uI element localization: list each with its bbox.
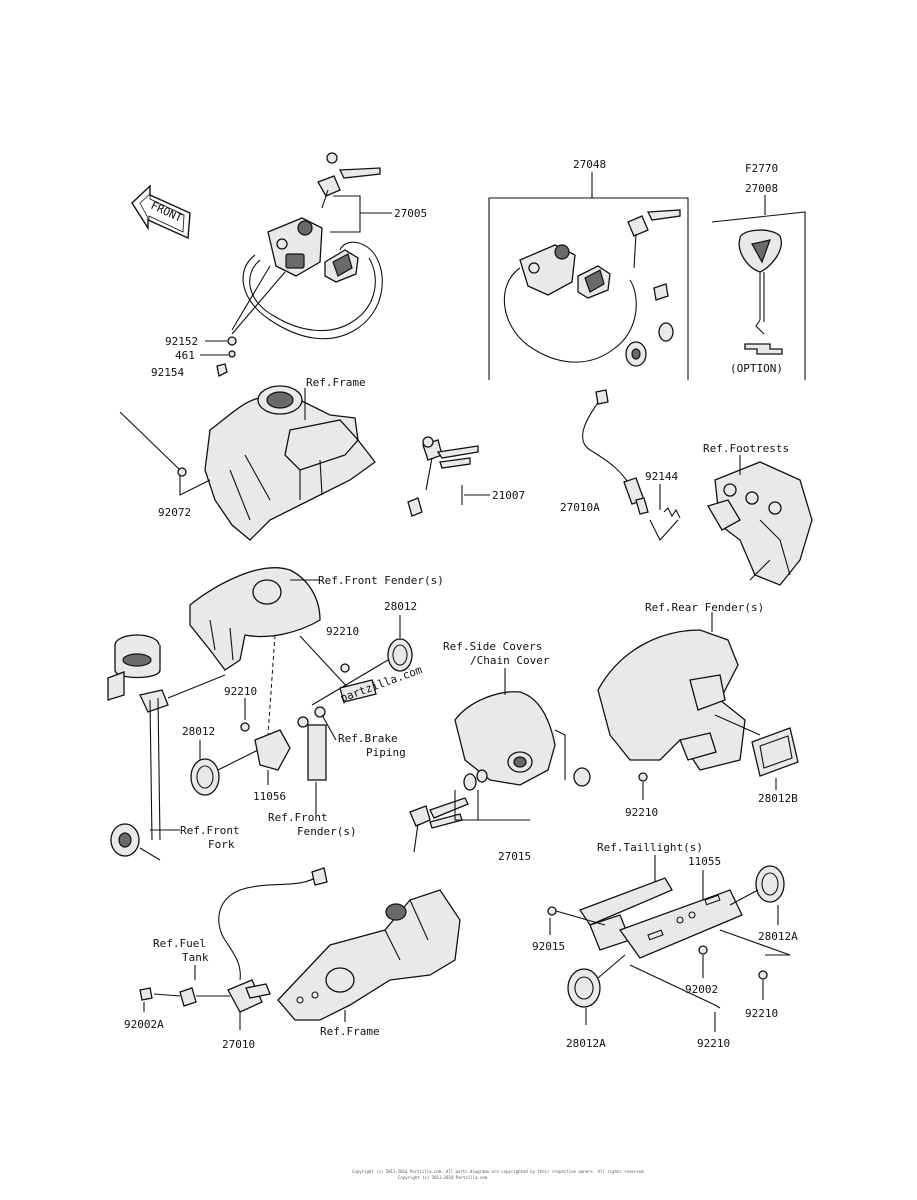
option-label: (OPTION) bbox=[730, 362, 783, 375]
part-92002: 92002 bbox=[685, 983, 718, 996]
fender-strut bbox=[307, 724, 327, 781]
front-arrow-icon: FRONT bbox=[131, 184, 191, 240]
ref-front-fork-2: Fork bbox=[208, 838, 235, 851]
reflector-28012a-right bbox=[755, 865, 785, 903]
ref-taillight: Ref.Taillight(s) bbox=[597, 841, 703, 854]
ref-front-fender-bottom-1: Ref.Front bbox=[268, 811, 328, 824]
frame-rear-section bbox=[277, 889, 461, 1021]
part-92210-d: 92210 bbox=[745, 1007, 778, 1020]
nut-icon bbox=[227, 336, 237, 346]
code-f2770: F2770 bbox=[745, 162, 778, 175]
bracket-11056 bbox=[254, 729, 291, 771]
part-27005: 27005 bbox=[394, 207, 427, 220]
front-fender-bracket bbox=[189, 567, 321, 671]
part-92072: 92072 bbox=[158, 506, 191, 519]
spring-92144 bbox=[663, 507, 681, 519]
reflector-28012-top bbox=[387, 638, 413, 672]
footrest-bracket bbox=[707, 461, 813, 586]
part-21007: 21007 bbox=[492, 489, 525, 502]
screw-92002-icon bbox=[698, 945, 708, 955]
clamp-icon bbox=[179, 987, 197, 1007]
reflector-28012a-bottom bbox=[567, 968, 601, 1008]
part-27010a: 27010A bbox=[560, 501, 600, 514]
reflector-28012-left bbox=[190, 758, 220, 796]
part-11056: 11056 bbox=[253, 790, 286, 803]
ref-fuel-tank-2: Tank bbox=[182, 951, 209, 964]
part-28012a-bottom: 28012A bbox=[566, 1037, 606, 1050]
ref-fuel-tank-1: Ref.Fuel bbox=[153, 937, 206, 950]
part-92210-b: 92210 bbox=[224, 685, 257, 698]
ref-side-covers-2: /Chain Cover bbox=[470, 654, 550, 667]
ref-front-fender-bottom-2: Fender(s) bbox=[297, 825, 357, 838]
watermark: partzilla.com bbox=[339, 663, 425, 705]
part-92015: 92015 bbox=[532, 940, 565, 953]
ref-rear-fender: Ref.Rear Fender(s) bbox=[645, 601, 764, 614]
leader-27005 bbox=[330, 195, 392, 233]
taillight-bracket-11055 bbox=[579, 877, 743, 959]
bolt-assembly bbox=[297, 679, 377, 728]
sensor-27010 bbox=[218, 867, 328, 1013]
part-27015: 27015 bbox=[498, 850, 531, 863]
nut-92210-d-icon bbox=[758, 970, 768, 980]
cable-tie-icon bbox=[119, 411, 187, 477]
side-cover-panel bbox=[454, 691, 556, 786]
screw-icon bbox=[216, 363, 228, 377]
part-92210-e: 92210 bbox=[697, 1037, 730, 1050]
part-28012-top: 28012 bbox=[384, 600, 417, 613]
leader-92152 bbox=[231, 265, 271, 331]
rear-fender bbox=[597, 629, 746, 771]
part-28012-left: 28012 bbox=[182, 725, 215, 738]
nut-92210-a-icon bbox=[340, 663, 350, 673]
part-27010: 27010 bbox=[222, 1038, 255, 1051]
nut-92015-icon bbox=[547, 906, 557, 916]
part-461: 461 bbox=[175, 349, 195, 362]
ref-brake-2: Piping bbox=[366, 746, 406, 759]
frame-head-section bbox=[204, 385, 376, 541]
ref-front-fender-top: Ref.Front Fender(s) bbox=[318, 574, 444, 587]
ref-brake-1: Ref.Brake bbox=[338, 732, 398, 745]
part-28012a-right: 28012A bbox=[758, 930, 798, 943]
nut-92210-c-icon bbox=[638, 772, 648, 782]
seat-lock-27015 bbox=[409, 769, 488, 853]
sensor-27010a bbox=[582, 389, 649, 515]
switch-set-box bbox=[488, 172, 689, 380]
ignition-switch-assembly bbox=[242, 152, 383, 340]
ref-front-fork-1: Ref.Front bbox=[180, 824, 240, 837]
ref-side-covers-1: Ref.Side Covers bbox=[443, 640, 542, 653]
key-set-21007 bbox=[407, 436, 479, 517]
part-92210-a: 92210 bbox=[326, 625, 359, 638]
ref-frame-bottom: Ref.Frame bbox=[320, 1025, 380, 1038]
part-27008: 27008 bbox=[745, 182, 778, 195]
bolt-92002a-icon bbox=[139, 987, 153, 1001]
nut-92210-b-icon bbox=[240, 722, 250, 732]
front-fork-tube bbox=[107, 634, 169, 861]
reflector-28012b bbox=[751, 727, 799, 777]
ref-frame-top: Ref.Frame bbox=[306, 376, 366, 389]
part-92144: 92144 bbox=[645, 470, 678, 483]
part-28012b: 28012B bbox=[758, 792, 798, 805]
part-92210-c: 92210 bbox=[625, 806, 658, 819]
grommet-icon bbox=[573, 767, 591, 787]
footer-copyright-2: Copyright (c) 2011-2014 Partzilla.com bbox=[398, 1175, 488, 1180]
ref-footrests: Ref.Footrests bbox=[703, 442, 789, 455]
part-92002a: 92002A bbox=[124, 1018, 164, 1031]
option-key-box bbox=[711, 195, 806, 380]
washer-icon bbox=[228, 350, 236, 358]
footer-copyright-1: Copyright (c) 2011-2014 Partzilla.com. A… bbox=[352, 1169, 646, 1174]
part-27048: 27048 bbox=[573, 158, 606, 171]
part-11055: 11055 bbox=[688, 855, 721, 868]
part-92152: 92152 bbox=[165, 335, 198, 348]
part-92154: 92154 bbox=[151, 366, 184, 379]
